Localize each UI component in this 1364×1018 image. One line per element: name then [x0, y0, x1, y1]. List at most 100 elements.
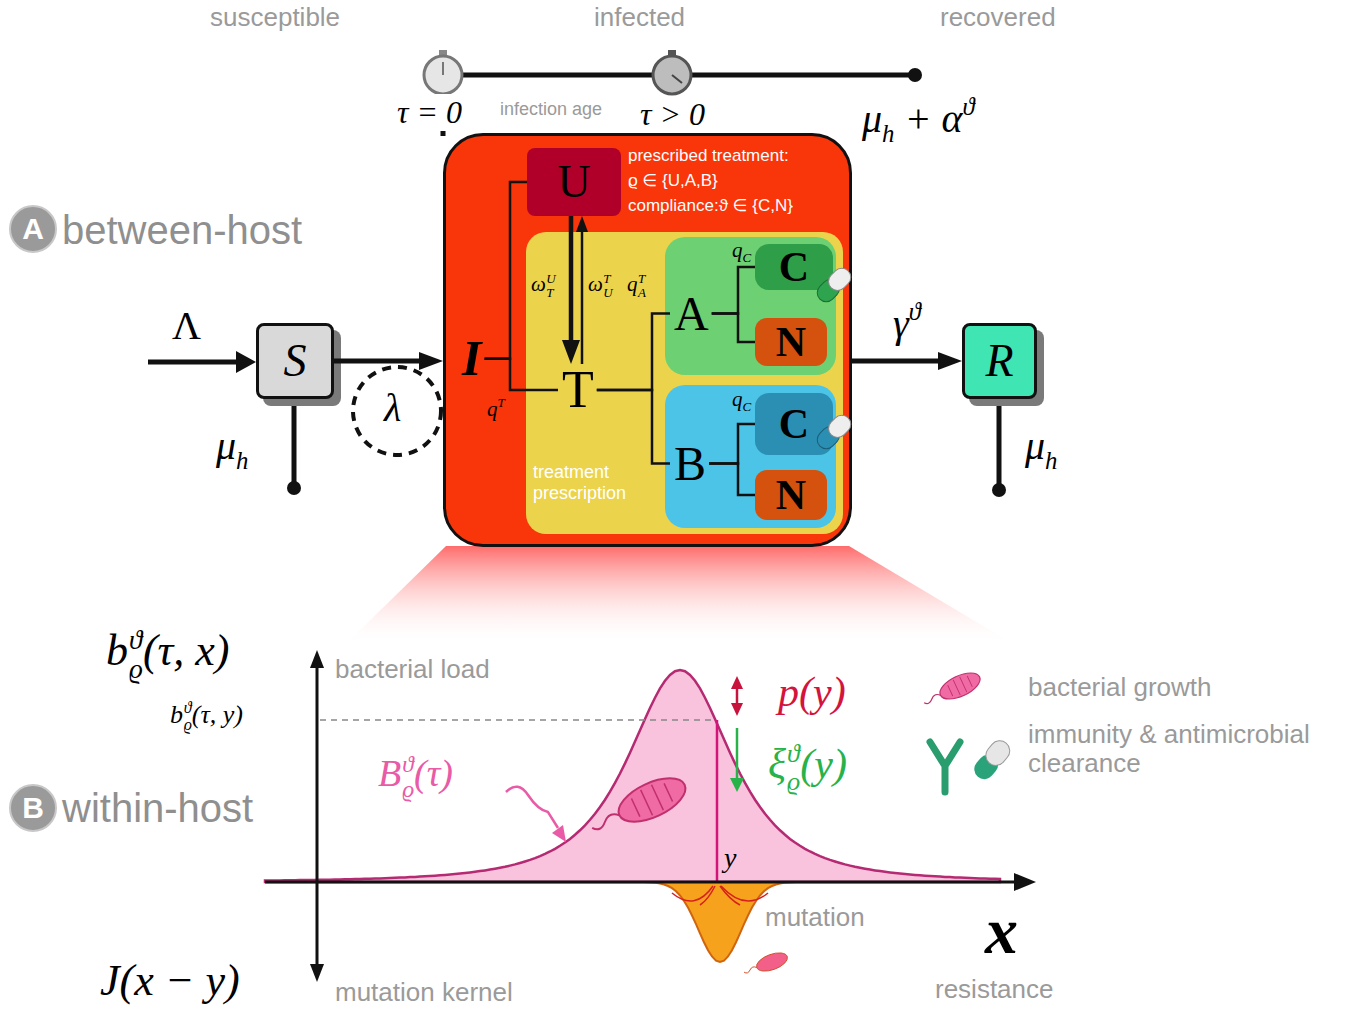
arrow-head — [552, 825, 566, 842]
edge-label: ωTU — [588, 272, 613, 300]
superscript: T — [498, 395, 505, 410]
leader-arrow — [506, 787, 566, 842]
edge-label: qTA — [627, 272, 646, 300]
node-label: ϱ ∈ {U,A,B} — [628, 171, 718, 191]
compliance-box: N — [755, 318, 827, 366]
subscript: C — [743, 399, 752, 414]
node-label: I — [462, 330, 481, 388]
text-label: within-host — [62, 785, 253, 831]
text-label: Λ — [172, 303, 201, 349]
text-label: between-host — [62, 207, 302, 253]
subscript: ϱ — [402, 777, 414, 802]
bacterium-icon — [920, 668, 984, 712]
pill-half — [982, 737, 1014, 770]
subscript: A — [638, 286, 646, 300]
stopwatch-hand — [442, 62, 444, 75]
edge-label: ωUT — [531, 272, 556, 300]
superscript: ϑ — [184, 700, 192, 717]
node-label: S — [284, 335, 307, 388]
superscript: T — [603, 272, 612, 286]
force-of-infection-loop — [353, 367, 441, 455]
text-label: μh + αϑ — [862, 95, 975, 147]
axis-head — [310, 650, 324, 668]
bacterium-tail — [590, 812, 621, 832]
compartment-box: R — [962, 323, 1037, 399]
axes — [265, 650, 1036, 982]
node-label: C — [779, 400, 809, 448]
script-stack: ϑϱ — [787, 740, 800, 795]
node-label: U — [557, 156, 590, 209]
node-label: A — [674, 286, 709, 341]
node-label: R — [985, 335, 1013, 388]
bacterium-body — [612, 769, 692, 830]
branch-connector — [597, 390, 670, 464]
section-badge — [10, 785, 56, 831]
script-stack: ϑϱ — [129, 626, 143, 683]
branch-connector — [709, 424, 755, 464]
death-dot — [992, 483, 1006, 497]
text-label: J(x − y) — [100, 956, 240, 1007]
pill-icon — [813, 411, 854, 452]
mutation-flow — [672, 886, 768, 905]
y-axis — [316, 666, 319, 966]
end-dot — [908, 68, 922, 82]
bacterium-icon — [741, 949, 789, 979]
growth-arrow — [731, 676, 743, 716]
node-label: compliance:ϑ ∈ {C,N} — [628, 196, 793, 216]
flow-arrow — [581, 227, 584, 364]
death-dot — [287, 481, 301, 495]
edge-label: qC — [732, 387, 751, 413]
script-stack: UT — [546, 272, 555, 299]
text-label: mutation kernel — [335, 978, 513, 1008]
text-label: resistance — [935, 975, 1054, 1005]
text-label: Bϑϱ(τ) — [378, 752, 453, 801]
text-label: τ > 0 — [640, 96, 705, 133]
bacterium-body — [754, 949, 790, 974]
subscript: h — [882, 120, 894, 147]
zoom-fan — [345, 546, 1015, 645]
leader-line — [506, 787, 558, 828]
branch-connector — [485, 359, 559, 390]
untreated-box: U — [527, 148, 621, 216]
stopwatch-icon — [653, 50, 691, 94]
superscript: ϑ — [962, 93, 974, 120]
text-label: susceptible — [210, 3, 340, 33]
script-stack: ϑϱ — [402, 752, 414, 801]
text-label: bacterial load — [335, 655, 490, 685]
edge-label: qC — [732, 238, 751, 264]
subscript: h — [1045, 447, 1057, 474]
axis-head — [1014, 873, 1036, 891]
text-label: immunity & antimicrobial clearance — [1028, 720, 1356, 777]
script-stack: TU — [603, 272, 612, 299]
death-line — [292, 399, 297, 488]
text-label: B — [22, 791, 44, 826]
text-label: y — [724, 842, 736, 874]
text-label: τ = 0 — [394, 94, 465, 131]
bacterium-body — [936, 668, 984, 705]
text-label: mutation — [765, 903, 865, 933]
edge-label: qT — [487, 396, 505, 421]
flow-arrow — [852, 359, 945, 364]
subscript: h — [236, 447, 248, 474]
stopwatch-face — [424, 56, 462, 94]
compartment-box: S — [256, 323, 334, 399]
node-label: T — [562, 360, 594, 420]
script-stack: ϑϱ — [184, 700, 192, 734]
inflow-line — [148, 360, 240, 365]
bacterium-icon — [585, 769, 692, 843]
arrow-head — [731, 703, 743, 716]
text-label: bϑϱ(τ, x) — [106, 626, 230, 683]
load-level-line — [320, 719, 715, 721]
flow-arrow — [334, 359, 426, 364]
text-label: λ — [384, 385, 401, 431]
antibody-shape — [930, 742, 960, 792]
text-label: x — [985, 893, 1018, 969]
axis-head — [310, 964, 324, 982]
superscript: ϑ — [909, 298, 921, 325]
mutation-arrow — [720, 886, 740, 905]
subscript: C — [743, 250, 752, 265]
branch-connector — [709, 464, 755, 495]
superscript: U — [546, 272, 555, 286]
subscript: ϱ — [787, 768, 800, 795]
